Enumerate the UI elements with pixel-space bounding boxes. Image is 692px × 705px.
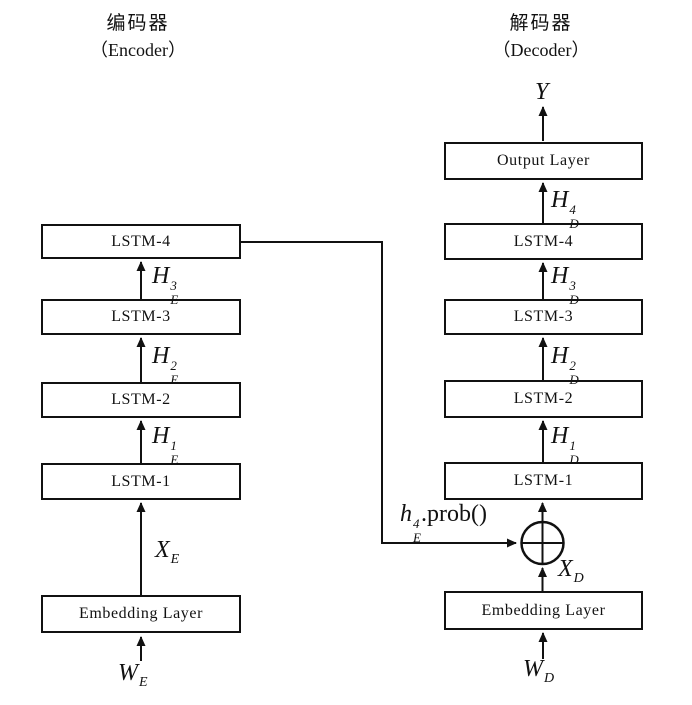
encoder-lstm2-box: LSTM-2 [41,382,241,418]
encoder-to-decoder-connector [241,241,517,548]
decoder-lstm2-box: LSTM-2 [444,380,643,418]
decoder-lstm4-label: LSTM-4 [513,232,574,250]
label-wd: WD [523,656,555,686]
encoder-title-en: （Encoder） [90,40,186,60]
add-circle-icon [520,520,565,566]
decoder-embedding-box: Embedding Layer [444,591,643,630]
decoder-lstm3-box: LSTM-3 [444,299,643,335]
decoder-lstm3-label: LSTM-3 [513,308,574,325]
encoder-lstm2-label: LSTM-2 [111,391,171,408]
label-we: WE [118,660,148,690]
decoder-arrows [538,106,548,659]
encoder-embedding-box: Embedding Layer [41,595,241,633]
encoder-title-zh: 编码器 [106,13,170,34]
encoder-lstm3-box: LSTM-3 [41,299,241,335]
decoder-title-en: （Decoder） [492,40,590,60]
decoder-lstm1-box: LSTM-1 [444,462,643,500]
encoder-embedding-label: Embedding Layer [78,605,204,622]
decoder-lstm2-label: LSTM-2 [513,390,574,407]
encoder-title: 编码器 （Encoder） [38,10,238,64]
decoder-output-box: Output Layer [444,142,643,180]
decoder-title: 解码器 （Decoder） [441,10,641,64]
decoder-output-label: Output Layer [497,152,590,169]
decoder-lstm1-label: LSTM-1 [513,472,574,489]
encoder-lstm3-label: LSTM-3 [111,308,171,325]
encoder-lstm1-box: LSTM-1 [41,463,241,500]
encoder-lstm4-box: LSTM-4 [41,224,241,259]
label-xe: XE [155,537,180,567]
label-y: Y [535,79,549,105]
encoder-lstm4-label: LSTM-4 [111,232,171,250]
encoder-lstm1-label: LSTM-1 [111,472,171,490]
label-xd: XD [558,556,584,586]
decoder-lstm4-box: LSTM-4 [444,223,643,260]
decoder-title-zh: 解码器 [509,13,573,34]
decoder-embedding-label: Embedding Layer [481,601,606,619]
